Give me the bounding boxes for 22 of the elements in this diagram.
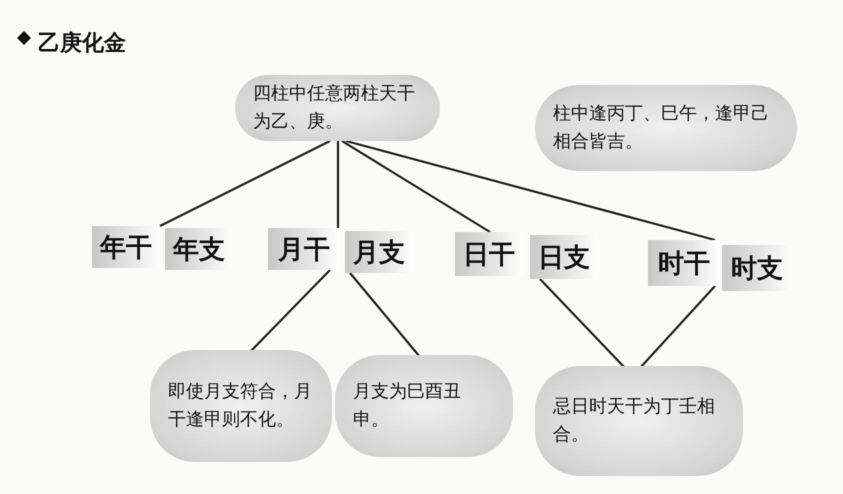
label-box: 年支 [165,228,233,270]
connector-line [349,272,421,358]
title: 乙庚化金 [38,30,126,58]
connector-line [346,140,716,242]
connector-line [341,140,491,233]
label-box: 年干 [92,226,160,268]
speech-bubble: 四柱中任意两柱天干为乙、庚。 [235,75,440,141]
label-box: 月支 [345,231,413,273]
connector-line [639,285,716,369]
connector-line [160,140,330,227]
label-box: 日干 [455,232,523,276]
speech-bubble: 柱中逢丙丁、巳午，逢甲己相合皆吉。 [535,85,797,171]
label-box: 时支 [722,245,792,291]
speech-bubble: 月支为巳酉丑申。 [335,355,513,457]
label-box: 月干 [268,228,340,270]
label-box: 日支 [530,235,598,279]
connector-line [249,269,331,353]
connector-line [539,278,626,369]
speech-bubble: 忌日时天干为丁壬相合。 [535,366,743,476]
connector-line [336,141,340,228]
label-box: 时干 [648,240,720,286]
speech-bubble: 即使月支符合，月干逢甲则不化。 [150,350,332,462]
